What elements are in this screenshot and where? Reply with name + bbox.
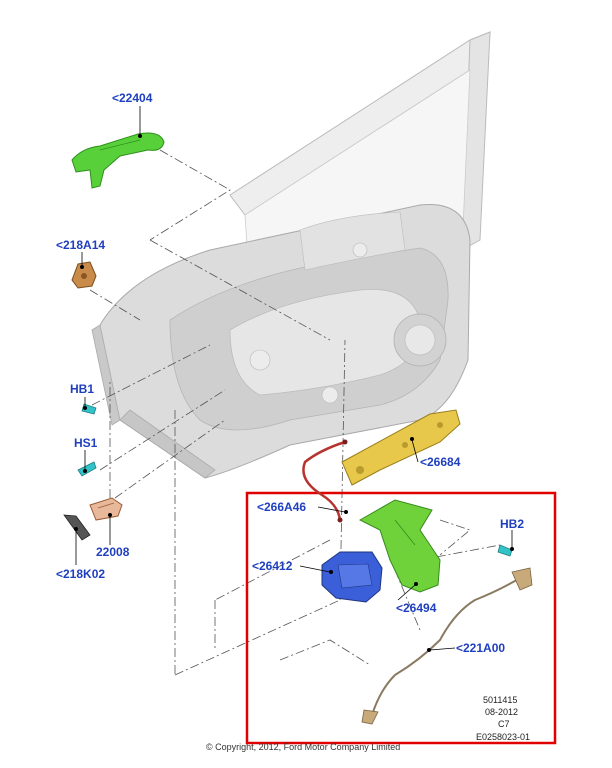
callout-labels: <22404 <218A14 HB1 HS1 22008 <218K02 <26… (56, 91, 524, 655)
bracket-icon[interactable] (358, 499, 441, 593)
callout-22008[interactable]: 22008 (96, 545, 130, 559)
callout-26412[interactable]: <26412 (252, 559, 293, 573)
callout-hb1[interactable]: HB1 (70, 382, 94, 396)
highlight-box (245, 491, 557, 745)
callout-pointers (74, 106, 514, 653)
ref-rev: C7 (498, 719, 510, 729)
bracket-icon[interactable] (71, 261, 97, 289)
latch-icon[interactable] (321, 551, 383, 603)
bolt-icon[interactable] (497, 544, 513, 557)
callout-26684[interactable]: <26684 (420, 455, 461, 469)
callout-hb2[interactable]: HB2 (500, 517, 524, 531)
callout-hs1[interactable]: HS1 (74, 436, 98, 450)
callout-22404[interactable]: <22404 (112, 91, 153, 105)
callout-266a46[interactable]: <266A46 (257, 500, 306, 514)
cable-icon[interactable] (302, 439, 348, 523)
copyright-notice: © Copyright, 2012, Ford Motor Company Li… (206, 742, 400, 752)
cable-icon[interactable] (361, 567, 533, 725)
door-inner-panel (91, 31, 491, 479)
callout-26494[interactable]: <26494 (396, 601, 437, 615)
ref-date: 08-2012 (485, 707, 518, 717)
screw-icon[interactable] (77, 461, 97, 477)
clip-icon[interactable] (89, 497, 123, 521)
ref-figure-id: E0258023-01 (476, 732, 530, 742)
ref-code: 5011415 (483, 695, 517, 705)
callout-218k02[interactable]: <218K02 (56, 567, 105, 581)
callout-221a00[interactable]: <221A00 (456, 641, 505, 655)
reinforcement-icon[interactable] (341, 409, 461, 486)
door-handle-icon[interactable] (71, 132, 165, 189)
reference-block: 5011415 08-2012 C7 E0258023-01 (476, 695, 530, 742)
callout-218a14[interactable]: <218A14 (56, 238, 105, 252)
